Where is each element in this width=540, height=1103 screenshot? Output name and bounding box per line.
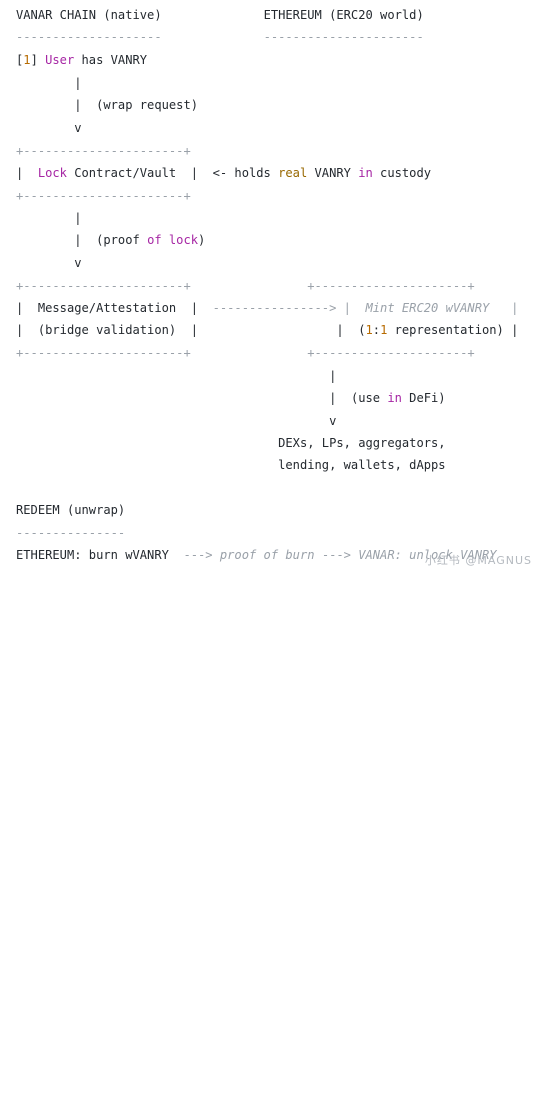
connector-pipe-1: | (16, 72, 82, 95)
representation-label: representation) (387, 323, 504, 337)
header-underline-row: -------------------- -------------------… (16, 26, 424, 49)
redeem-title-text: REDEEM (unwrap) (16, 503, 126, 517)
use-suffix: DeFi) (401, 391, 446, 405)
arrow-down-1: v (16, 117, 82, 140)
message-row: | Message/Attestation | ----------------… (16, 297, 518, 320)
lock-box-top: +----------------------+ (16, 140, 191, 163)
in-keyword: in (387, 391, 402, 405)
redeem-title: REDEEM (unwrap) (16, 499, 125, 522)
lock-box-bottom: +----------------------+ (16, 185, 191, 208)
bridge-validation-label: (bridge validation) (37, 323, 177, 337)
wrap-request-label: (wrap request) (96, 98, 199, 112)
mint-label: Mint ERC20 wVANRY (365, 301, 490, 315)
box-side: | (190, 166, 199, 180)
arrow-down-glyph: v (329, 414, 337, 428)
ratio-b: 1 (380, 323, 388, 337)
box-border: +----------------------+ (16, 279, 191, 293)
underline-vanar: -------------------- (16, 30, 162, 44)
proof-prefix: (proof (96, 233, 148, 247)
step-bracket-open: [ (16, 53, 24, 67)
mint-box-border: +---------------------+ (307, 346, 475, 360)
lock-keyword: Lock (37, 166, 67, 180)
real-keyword: real (278, 166, 308, 180)
proof-suffix: ) (198, 233, 206, 247)
box-side: | (16, 323, 24, 337)
ratio-a: 1 (365, 323, 373, 337)
redeem-row: ETHEREUM: burn wVANRY ---> proof of burn… (16, 544, 497, 567)
watermark-text: 小红书 @MAGNUS (424, 554, 532, 567)
connector-pipe-2: | (16, 207, 82, 230)
of-keyword: of (147, 233, 162, 247)
box-side: | (190, 323, 199, 337)
holds-prefix: <- holds (212, 166, 279, 180)
arrow-down-2: v (16, 252, 82, 275)
proof-of-burn-label: proof of burn (219, 548, 315, 562)
rep-open: ( (358, 323, 366, 337)
lock-box-row: | Lock Contract/Vault | <- holds real VA… (16, 162, 431, 185)
user-keyword: User (45, 53, 75, 67)
use-in-defi-row: | (use in DeFi) (16, 387, 446, 410)
header-row: VANAR CHAIN (native) ETHEREUM (ERC20 wor… (16, 4, 424, 27)
pipe-glyph: | (74, 233, 82, 247)
defi-line-1: DEXs, LPs, aggregators, (16, 432, 446, 455)
step-user: [1] User has VANRY (16, 49, 147, 72)
defi-line-2: lending, wallets, dApps (16, 454, 446, 477)
step-bracket-close: ] (30, 53, 38, 67)
connector-pipe-3: | (16, 365, 336, 388)
dashed-arrow: ----------------> (212, 301, 337, 315)
mint-box-border: +---------------------+ (307, 279, 475, 293)
pipe-glyph: | (74, 211, 82, 225)
pipe-glyph: | (74, 76, 82, 90)
box-border: +----------------------+ (16, 189, 191, 203)
box-side: | (343, 301, 351, 315)
box-side: | (511, 301, 519, 315)
bridge-row: | (bridge validation) | | (1:1 represent… (16, 319, 518, 342)
use-prefix: (use (350, 391, 388, 405)
message-box-top: +----------------------+ +--------------… (16, 275, 475, 298)
defi-list-1: DEXs, LPs, aggregators, (278, 436, 446, 450)
arrow-down-3: v (16, 410, 336, 433)
message-attestation-label: Message/Attestation (37, 301, 177, 315)
pipe-glyph: | (329, 369, 337, 383)
header-vanar: VANAR CHAIN (native) (16, 8, 162, 22)
message-box-bottom: +----------------------+ +--------------… (16, 342, 475, 365)
step-number: 1 (23, 53, 31, 67)
pipe-glyph: | (74, 98, 82, 112)
box-side: | (511, 323, 519, 337)
user-rest: has VANRY (74, 53, 148, 67)
redeem-arrow-2: ---> (321, 548, 351, 562)
holds-suffix: custody (372, 166, 432, 180)
redeem-arrow-1: ---> (183, 548, 213, 562)
holds-mid: VANRY (307, 166, 359, 180)
ratio-colon: : (372, 323, 381, 337)
wrap-request-row: | (wrap request) (16, 94, 198, 117)
box-side: | (16, 301, 24, 315)
in-keyword: in (358, 166, 373, 180)
box-side: | (336, 323, 344, 337)
lock-contract-label: Contract/Vault (66, 166, 177, 180)
defi-list-2: lending, wallets, dApps (278, 458, 446, 472)
arrow-down-glyph: v (74, 256, 82, 270)
redeem-ethereum-burn: ETHEREUM: burn wVANRY (16, 548, 169, 562)
box-border: +----------------------+ (16, 346, 191, 360)
box-border: +----------------------+ (16, 144, 191, 158)
arrow-down-glyph: v (74, 121, 82, 135)
box-side: | (190, 301, 199, 315)
ascii-diagram: VANAR CHAIN (native) ETHEREUM (ERC20 wor… (16, 4, 518, 567)
header-ethereum: ETHEREUM (ERC20 world) (263, 8, 424, 22)
lock-word: lock (168, 233, 199, 247)
vanar-unlock-label: VANAR: unlock VANRY (358, 548, 497, 562)
redeem-underline-text: --------------- (16, 526, 126, 540)
underline-ethereum: ---------------------- (263, 30, 424, 44)
pipe-glyph: | (329, 391, 337, 405)
box-side: | (16, 166, 24, 180)
proof-of-lock-row: | (proof of lock) (16, 229, 205, 252)
redeem-underline: --------------- (16, 522, 125, 545)
